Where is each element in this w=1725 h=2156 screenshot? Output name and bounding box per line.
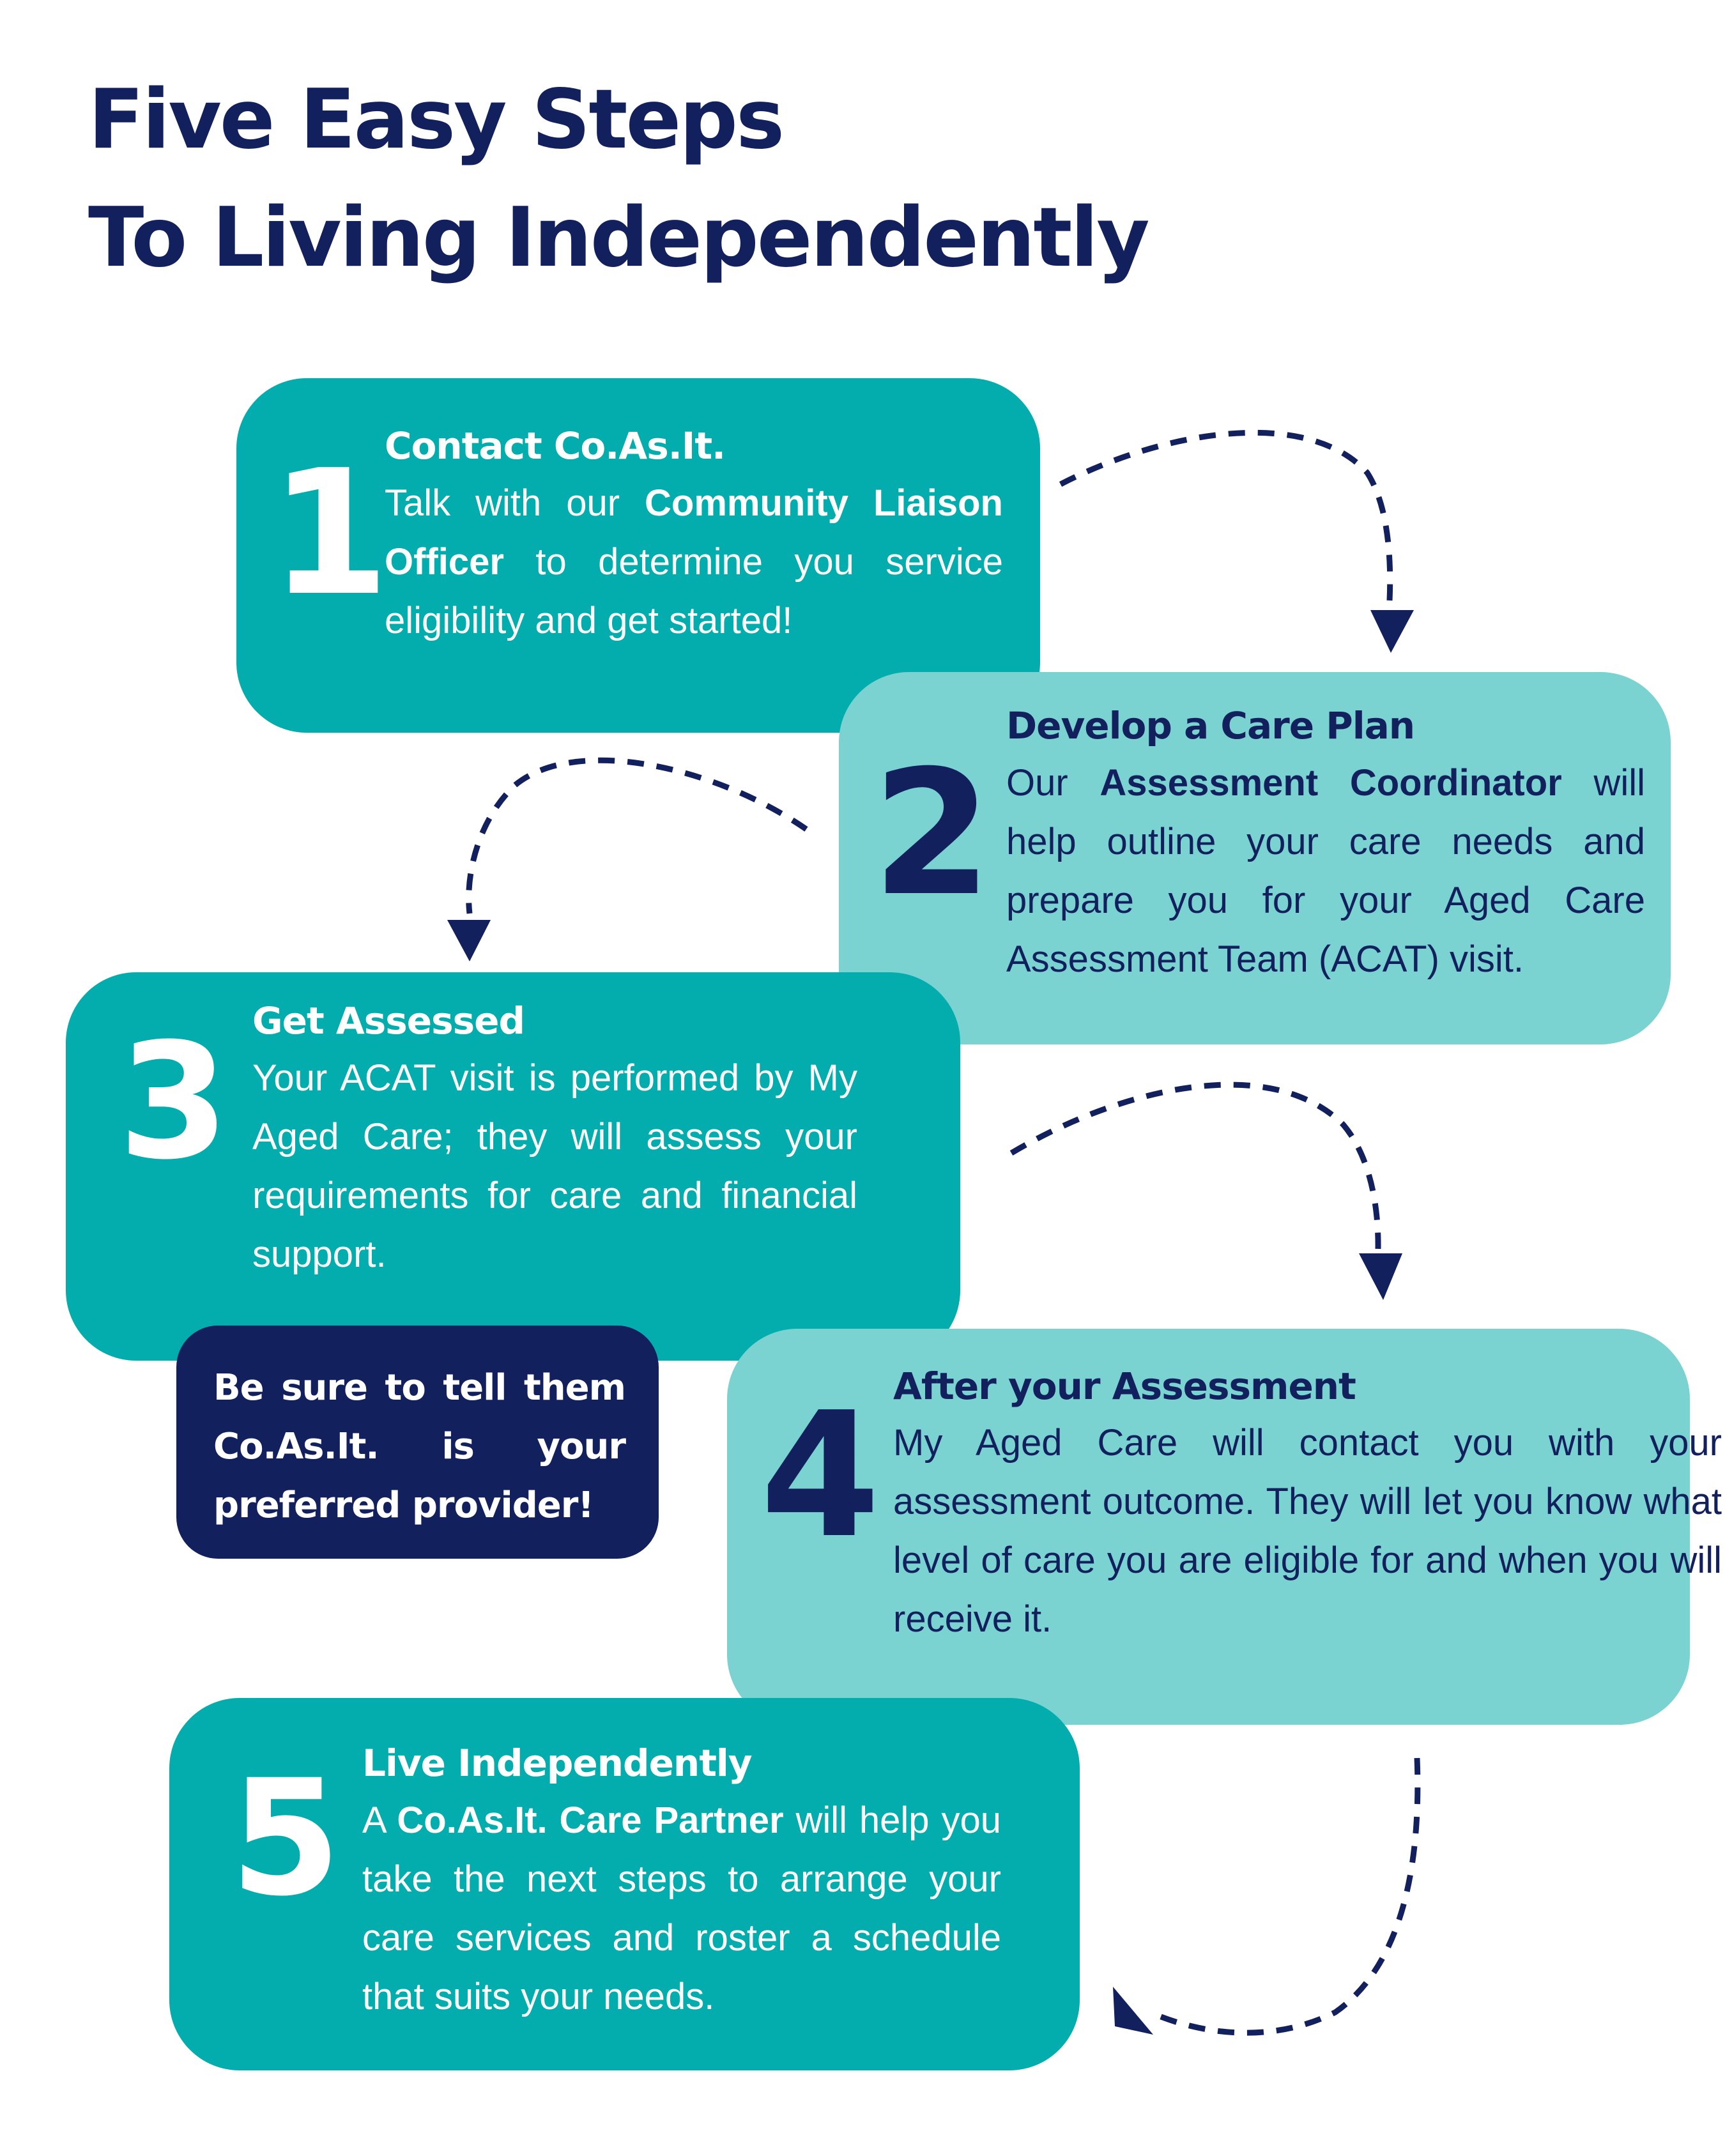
step-5-body: A Co.As.It. Care Partner will help you t… <box>362 1800 1001 2017</box>
dashed-arrow-icon <box>1059 429 1393 601</box>
preferred-provider-note: Be sure to tell them Co.As.It. is your p… <box>176 1326 659 1559</box>
page-title: Five Easy Steps To Living Independently <box>88 61 1150 297</box>
step-5-heading: Live Independently <box>362 1741 753 1785</box>
step-5-number: 5 <box>230 1745 341 1931</box>
step-3-body: Your ACAT visit is performed by My Aged … <box>252 1057 857 1275</box>
step-3-card: 3 Get Assessed Your ACAT visit is perfor… <box>66 972 960 1361</box>
step-2-heading: Develop a Care Plan <box>1006 704 1415 747</box>
step-4-number: 4 <box>760 1375 880 1576</box>
step-5-card: 5 Live Independently A Co.As.It. Care Pa… <box>169 1698 1080 2070</box>
step-2-number: 2 <box>872 733 992 934</box>
step-4-heading: After your Assessment <box>893 1365 1356 1408</box>
step-4-card: 4 After your Assessment My Aged Care wil… <box>727 1329 1722 1725</box>
step-2-card: 2 Develop a Care Plan Our Assessment Coo… <box>839 672 1671 1044</box>
step-1-body: Talk with our Community Liaison Officer … <box>385 482 1003 641</box>
arrowhead-icon <box>1370 610 1414 653</box>
arrowhead-icon <box>447 920 491 961</box>
arrowhead-icon <box>1359 1253 1402 1300</box>
step-3-number: 3 <box>118 1009 229 1195</box>
emphasis-text: Co.As.It. Care Partner <box>397 1800 784 1841</box>
dashed-arrow-icon <box>1149 1757 1421 2036</box>
step-1-heading: Contact Co.As.It. <box>385 424 726 468</box>
emphasis-text: Community Liaison Officer <box>385 482 1003 583</box>
step-2-body: Our Assessment Coordinator will help out… <box>1006 762 1645 980</box>
title-line-1: Five Easy Steps <box>88 72 785 167</box>
emphasis-text: Assessment Coordinator <box>1100 762 1562 804</box>
step-1-number: 1 <box>270 432 390 634</box>
step-4-body: My Aged Care will contact you with your … <box>893 1422 1722 1640</box>
step-3-heading: Get Assessed <box>252 999 525 1043</box>
dashed-arrow-icon <box>466 757 808 914</box>
title-line-2: To Living Independently <box>88 190 1150 286</box>
dashed-arrow-icon <box>1009 1082 1381 1250</box>
arrowhead-icon <box>1113 1987 1153 2035</box>
